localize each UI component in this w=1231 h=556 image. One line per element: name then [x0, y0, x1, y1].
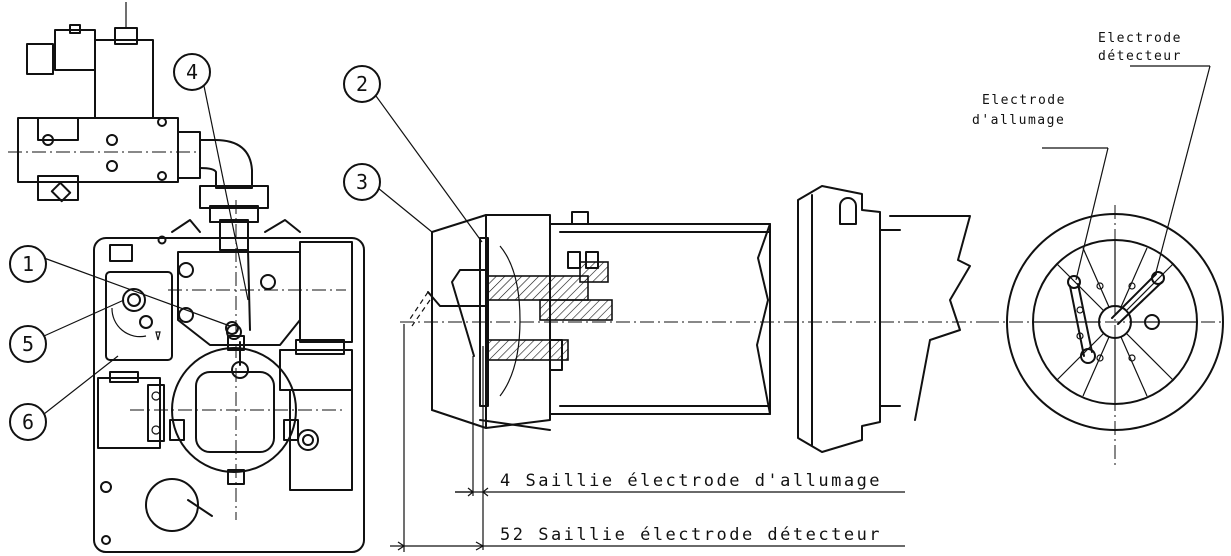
callout-6: 6 [9, 355, 119, 441]
ignition-electrode-label-line1: Electrode [982, 93, 1066, 108]
detector-electrode-label-line2: détecteur [1098, 49, 1182, 64]
svg-text:2: 2 [356, 72, 368, 96]
gas-elbow-fitting [177, 131, 269, 251]
callout-1: 1 [9, 245, 231, 327]
svg-text:3: 3 [356, 170, 368, 194]
svg-text:6: 6 [22, 410, 34, 434]
housing-body [93, 200, 365, 553]
svg-text:4 Saillie électrode d'allumage: 4 Saillie électrode d'allumage [500, 471, 882, 491]
svg-text:4: 4 [186, 60, 198, 84]
combustion-head-section [400, 185, 985, 453]
detector-electrode-label-line1: Electrode [1098, 31, 1182, 46]
gas-valve [8, 2, 200, 203]
dimension-ignition: 4 Saillie électrode d'allumage [455, 346, 905, 550]
callout-5: 5 [9, 299, 125, 363]
ignition-electrode-label-line2: d'allumage [972, 113, 1065, 128]
callout-3: 3 [343, 163, 433, 233]
svg-text:5: 5 [22, 332, 34, 356]
svg-text:52 Saillie électrode détecteur: 52 Saillie électrode détecteur [500, 525, 882, 545]
burner-housing-view [8, 2, 365, 553]
callout-2: 2 [343, 65, 483, 243]
svg-text:1: 1 [22, 252, 34, 276]
burner-front-view [985, 65, 1225, 465]
dimension-detector: 52 Saillie électrode détecteur [390, 324, 905, 552]
callout-4: 4 [173, 53, 249, 301]
